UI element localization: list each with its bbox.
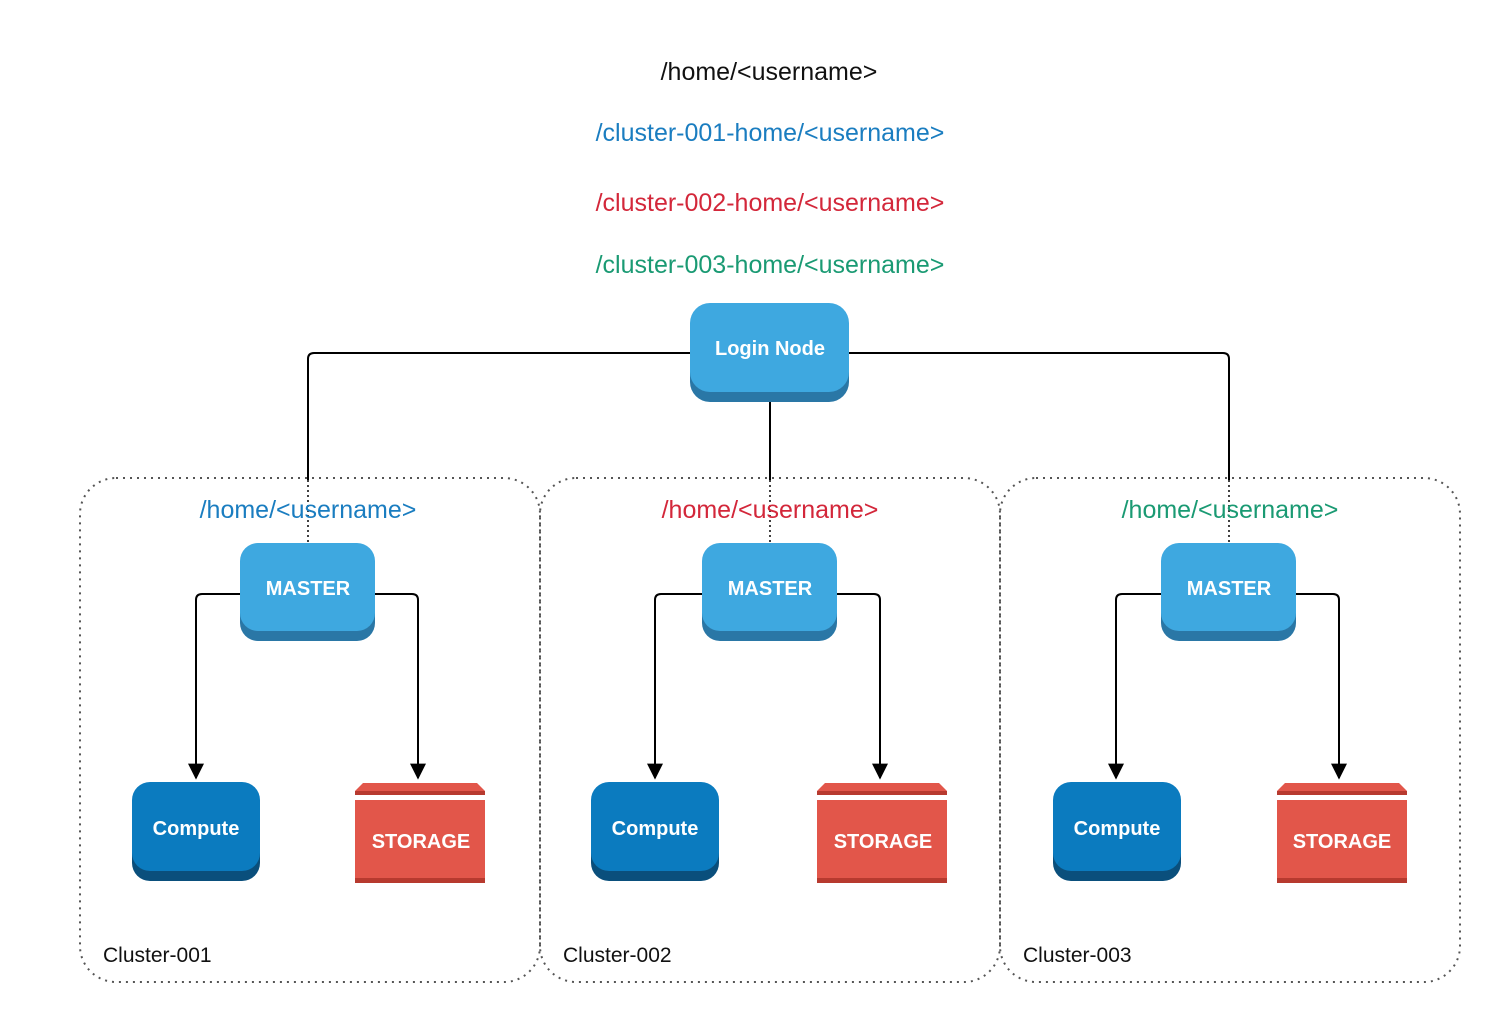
cluster-001-compute-node: Compute (132, 782, 260, 881)
cluster-001-master-to-storage (375, 593, 426, 780)
cluster-002-master-to-storage (836, 593, 888, 780)
cluster-003-master-to-storage (1296, 593, 1347, 780)
cluster-002-master-label: MASTER (728, 578, 813, 600)
cluster-003-master-label: MASTER (1187, 578, 1272, 600)
cluster-002-home-path-label: /cluster-002-home/<username> (596, 189, 945, 217)
login-node: Login Node (690, 303, 849, 402)
cluster-002-storage-node: STORAGE (817, 783, 947, 883)
cluster-001-home-path-label: /cluster-001-home/<username> (596, 119, 945, 147)
cluster-001-storage-node: STORAGE (355, 783, 485, 883)
cluster-002-home-path: /home/<username> (662, 496, 879, 524)
cluster-003-master-to-compute (1108, 593, 1161, 780)
cluster-002-compute-node: Compute (591, 782, 719, 881)
cluster-002-master-to-compute (647, 593, 702, 780)
cluster-001-compute-label: Compute (153, 818, 240, 840)
cluster-001-master-label: MASTER (266, 578, 351, 600)
cluster-003-home-path-label: /cluster-003-home/<username> (596, 251, 945, 279)
login-node-label: Login Node (715, 338, 825, 360)
cluster-003-compute-label: Compute (1074, 818, 1161, 840)
cluster-001-name: Cluster-001 (103, 944, 212, 967)
cluster-002-compute-label: Compute (612, 818, 699, 840)
cluster-003-storage-node: STORAGE (1277, 783, 1407, 883)
cluster-002-master-node: MASTER (702, 543, 837, 641)
cluster-001-master-to-compute (188, 593, 241, 780)
login-to-cluster-003-connector (849, 352, 1230, 480)
cluster-002-name: Cluster-002 (563, 944, 672, 967)
cluster-003-master-node: MASTER (1161, 543, 1296, 641)
cluster-003-storage-label: STORAGE (1293, 831, 1392, 853)
cluster-001-master-node: MASTER (240, 543, 375, 641)
cluster-001-home-path: /home/<username> (200, 496, 417, 524)
cluster-003-home-path: /home/<username> (1122, 496, 1339, 524)
cluster-003-compute-node: Compute (1053, 782, 1181, 881)
login-to-cluster-001-connector (307, 352, 691, 480)
cluster-001-storage-label: STORAGE (372, 831, 471, 853)
cluster-003-name: Cluster-003 (1023, 944, 1132, 967)
cluster-002-storage-label: STORAGE (834, 831, 933, 853)
home-path-label: /home/<username> (661, 58, 878, 86)
